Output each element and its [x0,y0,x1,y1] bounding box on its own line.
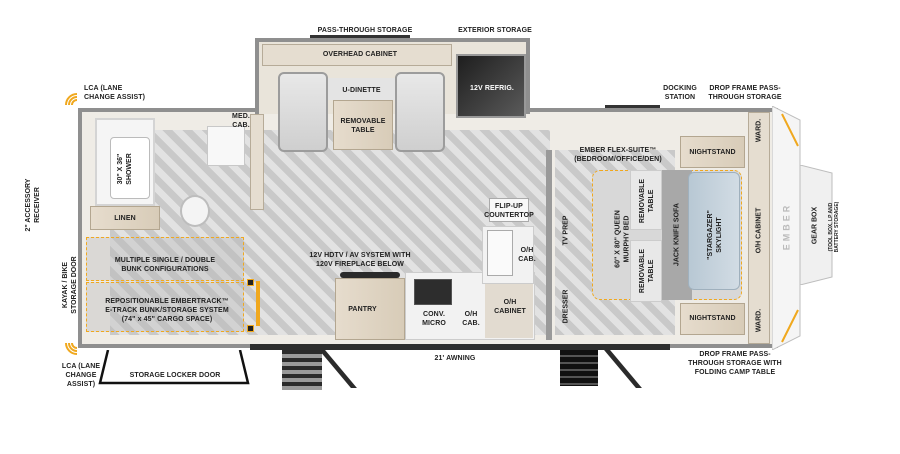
flip-up-countertop-label: FLIP-UP COUNTERTOP [484,203,534,219]
nightstand-bottom [680,303,745,335]
dinette-back [328,78,395,100]
jack-knife-sofa [662,170,692,300]
shower-pan [110,137,150,199]
shower-label: 30" X 36" SHOWER [117,153,133,185]
dinette-seat-left [278,72,328,152]
removable-table-bottom-label: REMOVABLE TABLE [639,248,655,294]
toilet [180,195,210,227]
flip-up-countertop[interactable] [489,198,529,222]
overhead-cabinet [262,44,452,66]
gear-box-label: GEAR BOX [811,206,819,245]
entry-door-right [604,350,642,388]
entry-door-left [319,350,357,388]
embertrack-label: REPOSITIONABLE EMBERTRACK™ E-TRACK BUNK/… [105,298,229,323]
drop-frame-top-label: DROP FRAME PASS- THROUGH STORAGE [708,85,782,101]
hdtv-fireplace-label: 12V HDTV / AV SYSTEM WITH 120V FIREPLACE… [309,252,411,268]
lca-top-label: LCA (LANE CHANGE ASSIST) [84,85,146,101]
embertrack-rail [256,281,260,326]
bunk-configuration-area [86,237,244,281]
embertrack-anchor-bottom [247,325,254,332]
storage-locker-door-label: STORAGE LOCKER DOOR [129,372,221,379]
entry-steps-left [282,350,322,390]
kitchen-cabinet-corner [485,282,533,338]
pantry[interactable] [335,278,405,340]
stargazer-skylight [688,172,740,290]
oh-cabinet-kitchen-label: O/H CABINET [494,299,526,315]
removable-table-top[interactable] [630,170,662,230]
gear-box-sub-label: (TOOL BOX, LP AND BATTERY STORAGE) [828,201,840,253]
fireplace-tv [340,272,400,278]
overhead-cabinet-label: OVERHEAD CABINET [322,51,398,58]
entry-steps-right [560,350,598,386]
u-dinette-label: U-DINETTE [342,87,381,94]
embertrack-cargo-area [86,282,244,332]
front-cabinet-column [748,112,770,344]
lca-bottom-label: LCA (LANE CHANGE ASSIST) [61,363,101,388]
double-sink [487,230,513,276]
pass-through-storage-label: PASS-THROUGH STORAGE [317,27,413,34]
bathroom-wall [250,114,264,210]
lca-sensor-icon-bottom [65,342,78,355]
gear-box [800,165,833,285]
linen-label: LINEN [114,215,136,222]
oh-cab-sink-label: O/H CAB. [518,247,536,263]
front-cap [772,106,801,350]
oh-cabinet-front-label: O/H CABINET [755,207,763,254]
exterior-storage-label: EXTERIOR STORAGE [458,27,532,34]
awning-rail [250,344,670,350]
dinette-seat-right [395,72,445,152]
med-cab-label: MED. CAB. [232,113,250,129]
embertrack-anchor-top [247,279,254,286]
tv-prep-label: TV PREP [562,215,570,246]
nightstand-top [680,136,745,168]
refrigerator-label: 12V REFRIG. [470,85,514,92]
murphy-bed-label: 60" X 80" QUEEN MURPHY BED [614,210,631,268]
awning-label: 21' AWNING [434,355,476,362]
pass-through-door-top [310,35,410,38]
pantry-label: PANTRY [348,306,377,313]
dinette-table[interactable] [333,100,393,150]
ward-bottom-label: WARD. [755,308,763,333]
dresser-label: DRESSER [562,289,570,324]
refrigerator [456,54,526,118]
docking-station-label: DOCKING STATION [663,85,697,101]
linen-cabinet [90,206,160,230]
flex-suite-label: EMBER FLEX-SUITE™ (BEDROOM/OFFICE/DEN) [574,147,662,163]
jack-knife-sofa-label: JACK KNIFE SOFA [673,203,681,267]
accessory-receiver-label: 2" ACCESSORY RECEIVER [25,178,41,232]
oh-cab-kitchen-label: O/H CAB. [462,311,480,327]
docking-door [605,105,660,108]
removable-table-bottom[interactable] [630,240,662,302]
skylight-label: "STARGAZER" SKYLIGHT [707,210,723,260]
nightstand-top-label: NIGHTSTAND [689,149,736,156]
ember-brand-logo: EMBER [781,202,792,251]
nightstand-bottom-label: NIGHTSTAND [689,315,736,322]
conv-micro-label: CONV. MICRO [422,311,446,327]
bedroom-partition [546,150,552,340]
removable-table-top-label: REMOVABLE TABLE [639,178,655,224]
stove [414,279,452,305]
lca-sensor-icon-top [65,93,78,106]
drop-frame-bottom-label: DROP FRAME PASS- THROUGH STORAGE WITH FO… [688,351,782,376]
bunk-configurations-label: MULTIPLE SINGLE / DOUBLE BUNK CONFIGURAT… [114,257,216,273]
removable-table-dinette-label: REMOVABLE TABLE [340,118,386,134]
ward-top-label: WARD. [755,118,763,143]
kayak-door-label: KAYAK / BIKE STORAGE DOOR [62,256,78,314]
storage-locker-door-outline [98,350,250,385]
medicine-cabinet [207,126,245,166]
